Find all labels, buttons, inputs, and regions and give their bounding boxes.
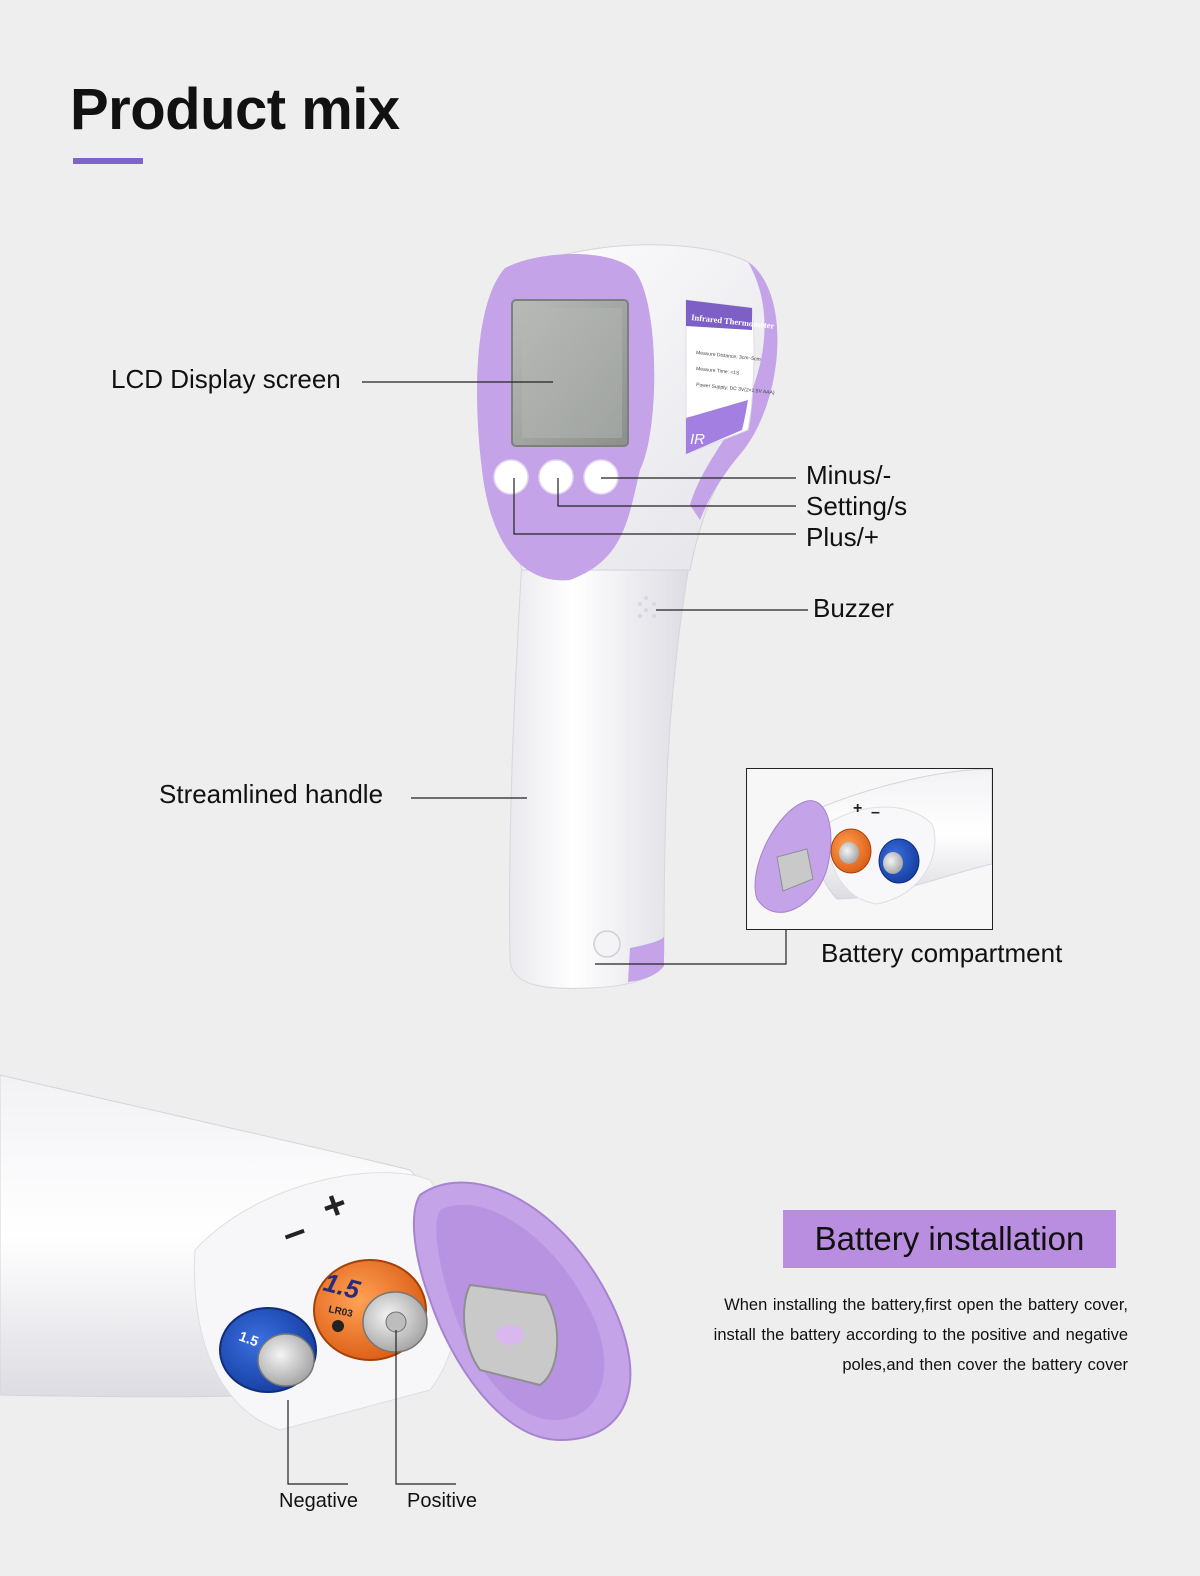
sticker-line-2: Measure Time: <1S xyxy=(696,366,741,377)
positive-label: Positive xyxy=(407,1490,478,1512)
callout-buzzer: Buzzer xyxy=(813,593,894,623)
plus-button xyxy=(493,459,529,495)
minus-button xyxy=(583,459,619,495)
buzzer-holes xyxy=(638,596,656,618)
battery-closeup: + – 1.5 1.5 LR03 xyxy=(0,1074,632,1485)
callout-plus: Plus/+ xyxy=(806,522,879,552)
lcd-screen xyxy=(511,299,629,447)
inset-polarity-plus: + xyxy=(853,800,862,817)
thermometer: Infrared Thermometer Measure Distance: 3… xyxy=(477,244,778,989)
battery-compartment-inset: + – xyxy=(746,768,993,930)
title-accent-bar xyxy=(73,158,143,164)
inset-polarity-minus: – xyxy=(871,804,880,821)
battery-latch xyxy=(593,930,621,958)
callout-setting: Setting/s xyxy=(806,491,908,521)
battery-installation-badge: Battery installation xyxy=(783,1210,1116,1268)
page-title: Product mix xyxy=(70,77,400,142)
callout-lcd-display: LCD Display screen xyxy=(111,364,341,394)
blue-cell-label: 1.5 xyxy=(237,1328,261,1350)
battery-cover-open xyxy=(412,1181,632,1442)
negative-label: Negative xyxy=(279,1490,358,1512)
battery-cover-strip xyxy=(628,936,664,982)
callout-handle: Streamlined handle xyxy=(159,779,384,809)
positive-battery-cell: 1.5 LR03 xyxy=(313,1259,428,1361)
head-side-band xyxy=(690,262,778,520)
setting-button xyxy=(538,459,574,495)
battery-installation-description: When installing the battery,first open t… xyxy=(713,1296,1128,1374)
orange-cell-model: LR03 xyxy=(327,1304,354,1320)
thermometer-handle xyxy=(509,559,691,989)
sticker-ir: IR xyxy=(690,431,705,448)
negative-battery-cell: 1.5 xyxy=(219,1307,317,1393)
callout-minus: Minus/- xyxy=(806,460,892,490)
callout-battery-compartment: Battery compartment xyxy=(821,938,1063,968)
callout-lines xyxy=(362,381,808,965)
